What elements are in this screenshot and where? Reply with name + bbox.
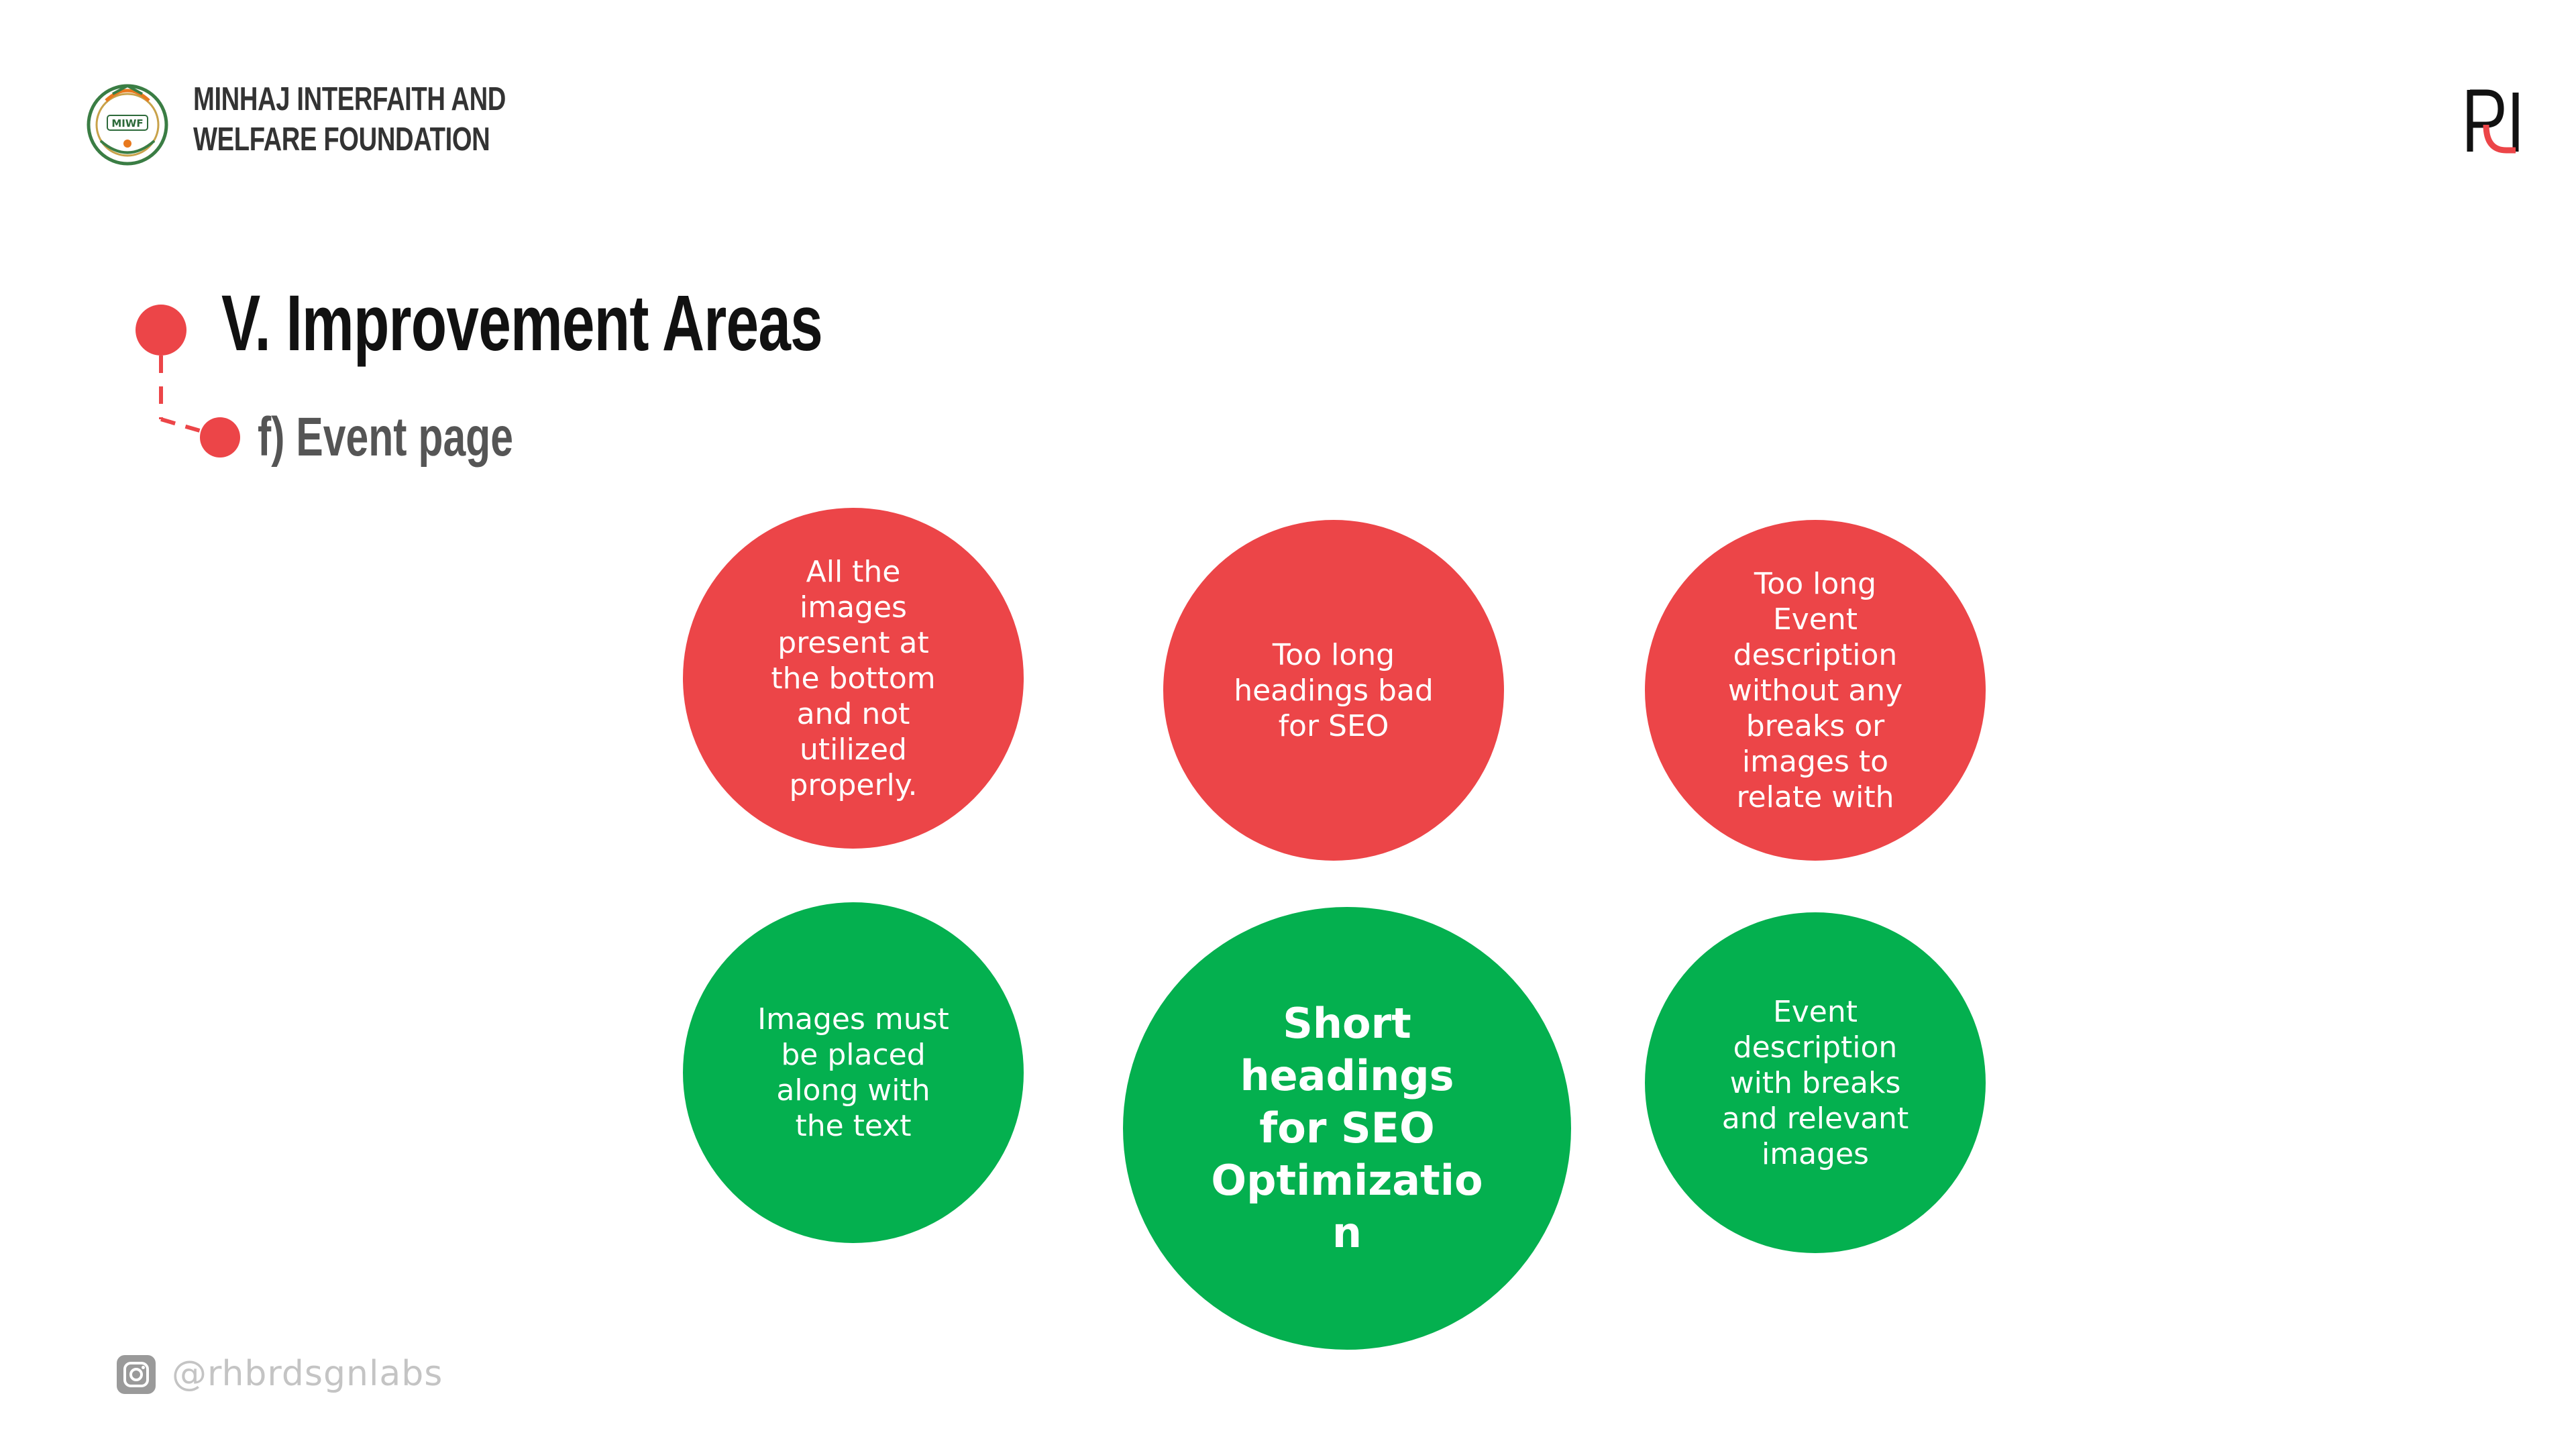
problem-circle-1: All the images present at the bottom and… [683,508,1024,849]
svg-text:MIWF: MIWF [111,117,143,129]
section-timeline [136,305,240,458]
solution-circle-1: Images must be placed along with the tex… [683,902,1024,1243]
problem-circle-3: Too long Event description without any b… [1645,520,1986,861]
brand-monogram-icon [2467,89,2519,154]
solution-circle-3: Event description with breaks and releva… [1645,912,1986,1253]
organization-name-line1: MINHAJ INTERFAITH AND [193,81,506,117]
problem-text: Too long Event description without any b… [1727,566,1903,814]
problem-circle-2: Too long headings bad for SEO [1163,520,1504,861]
organization-name: MINHAJ INTERFAITH AND WELFARE FOUNDATION [193,79,506,160]
solution-circle-2: Short headings for SEO Optimizatio n [1123,907,1571,1350]
solution-text: Event description with breaks and releva… [1721,994,1909,1171]
foundation-logo: MIWF [87,84,168,166]
social-handle: @rhbrdsgnlabs [172,1354,443,1394]
section-subtitle: f) Event page [258,407,514,468]
problem-text: All the images present at the bottom and… [771,554,936,802]
section-title: V. Improvement Areas [221,279,823,368]
solution-text: Images must be placed along with the tex… [757,1002,949,1143]
instagram-icon [117,1355,156,1394]
problem-text: Too long headings bad for SEO [1234,637,1434,743]
solution-text: Short headings for SEO Optimizatio n [1211,999,1483,1257]
organization-name-line2: WELFARE FOUNDATION [193,121,490,158]
